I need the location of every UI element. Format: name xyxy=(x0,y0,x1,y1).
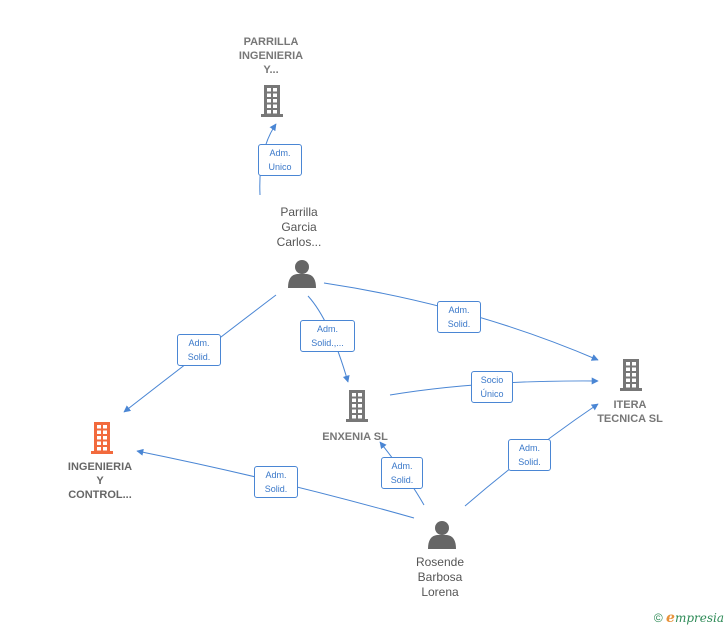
person-icon-parrilla-garcia[interactable] xyxy=(288,260,316,288)
building-icon-enxenia[interactable] xyxy=(346,390,368,422)
footer-brand: © empresia xyxy=(654,610,724,626)
edge-label-adm-solid-enxenia: Adm. Solid.,... xyxy=(300,320,355,352)
person-icon-rosende[interactable] xyxy=(428,521,456,549)
node-label-parrilla-ingenieria[interactable]: PARRILLA INGENIERIA Y... xyxy=(238,36,304,76)
building-icon-parrilla-ingenieria[interactable] xyxy=(261,85,283,117)
edge-label-adm-solid-itera: Adm. Solid. xyxy=(437,301,481,333)
node-label-enxenia[interactable]: ENXENIA SL xyxy=(322,431,388,443)
edge-label-adm-solid-ingenieria: Adm. Solid. xyxy=(177,334,221,366)
brand-logo[interactable]: empresia xyxy=(666,610,724,626)
edge-label-rosende-enxenia: Adm. Solid. xyxy=(381,457,423,489)
edge-label-rosende-itera: Adm. Solid. xyxy=(508,439,551,471)
node-label-parrilla-garcia[interactable]: Parrilla Garcia Carlos... xyxy=(276,205,322,249)
edge-label-adm-unico: Adm. Unico xyxy=(258,144,302,176)
copyright-icon: © xyxy=(653,611,663,625)
node-label-rosende[interactable]: Rosende Barbosa Lorena xyxy=(415,555,465,599)
building-icon-ingenieria-control[interactable] xyxy=(91,422,113,454)
node-label-itera[interactable]: ITERA TECNICA SL xyxy=(597,399,663,425)
node-label-ingenieria-control[interactable]: INGENIERIA Y CONTROL... xyxy=(67,461,133,501)
edge-label-socio-unico: Socio Único xyxy=(471,371,513,403)
edge-label-rosende-ingenieria: Adm. Solid. xyxy=(254,466,298,498)
building-icon-itera[interactable] xyxy=(620,359,642,391)
